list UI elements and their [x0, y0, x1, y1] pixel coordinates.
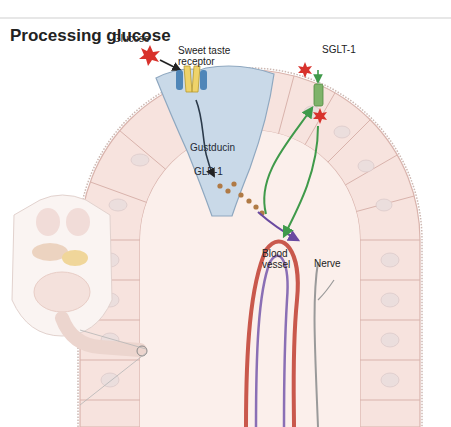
glp1-granules [217, 181, 264, 215]
granule [259, 210, 264, 215]
glucose-molecule [298, 62, 312, 78]
cell-divider [305, 93, 335, 145]
granule [238, 192, 243, 197]
cell-divider [279, 76, 295, 134]
lung [66, 208, 90, 236]
nucleus [381, 373, 399, 387]
transporter-label: SGLT-1 [322, 44, 372, 55]
villus-core [140, 130, 360, 427]
nucleus [381, 333, 399, 347]
receptor-subunit [176, 70, 183, 90]
zoom-line [80, 353, 146, 405]
cell-divider [360, 280, 420, 281]
nucleus [304, 106, 320, 118]
granule [253, 204, 258, 209]
glucose-molecule [139, 45, 160, 66]
cell-divider [80, 400, 140, 401]
nerve-fiber [315, 262, 318, 427]
cell-divider [360, 240, 420, 241]
blood-vessel-inner [256, 256, 288, 427]
granule [231, 181, 236, 186]
diagram-title: Processing glucose [10, 26, 171, 46]
nerve-label: Nerve [314, 258, 354, 269]
binding-arrow [160, 60, 180, 70]
nucleus [376, 199, 392, 211]
cell-divider [360, 360, 420, 361]
nucleus [381, 293, 399, 307]
nucleus [358, 160, 374, 172]
cell-divider [356, 196, 414, 212]
cell-label: Gustducin [190, 142, 235, 153]
cell-label: GLP-1 [194, 166, 223, 177]
granule [225, 188, 230, 193]
cell-divider [360, 320, 420, 321]
nucleus [381, 253, 399, 267]
top-rule [0, 18, 451, 19]
glucose-arrow [284, 126, 318, 236]
zoom-line [80, 330, 146, 349]
cell-shape [150, 58, 280, 218]
enteroendocrine-cell: GustducinGLP-1 [150, 58, 280, 218]
nucleus [334, 126, 350, 138]
signal-arrow [196, 100, 214, 176]
cell-divider [328, 120, 370, 162]
uptake-arrow [317, 70, 319, 82]
nucleus [131, 154, 149, 166]
feedback-arrow [264, 108, 312, 214]
stomach [62, 250, 88, 266]
intestine-tube [62, 318, 140, 350]
cell-outline [156, 66, 274, 216]
nucleus [101, 373, 119, 387]
intestines [34, 272, 90, 312]
granule [246, 198, 251, 203]
sglt1-transporter [314, 84, 323, 106]
vessel-label: Blood vessel [262, 248, 302, 270]
nucleus [109, 199, 127, 211]
receptor-label: Sweet taste receptor [178, 45, 240, 67]
cell-divider [120, 131, 166, 170]
granule [217, 183, 222, 188]
cell-divider [360, 400, 420, 401]
hormone-arrow [258, 212, 298, 240]
lung [36, 208, 60, 236]
sweet-taste-receptor [184, 66, 200, 92]
cell-divider [80, 360, 140, 361]
nerve-branch [318, 280, 334, 300]
glucose-molecule [313, 108, 327, 124]
cell-divider [345, 155, 397, 185]
receptor-subunit [200, 70, 207, 90]
